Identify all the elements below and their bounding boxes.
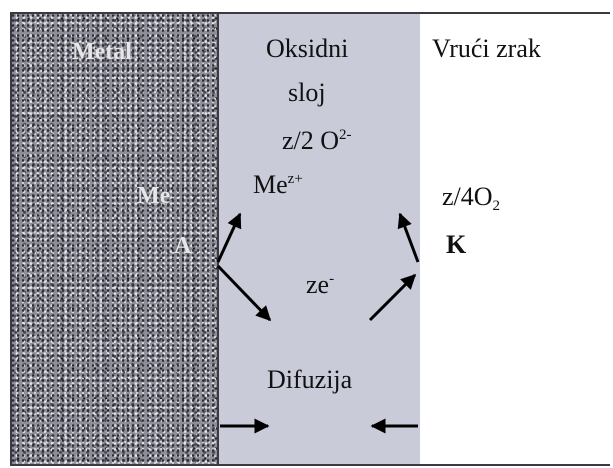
oxygen-molecule-label: z/4O2 bbox=[442, 182, 500, 214]
hot-air-zone bbox=[420, 14, 613, 464]
oxygen-ion-coef: z/2 O bbox=[282, 126, 340, 155]
oxide-title-line1: Oksidni bbox=[266, 34, 349, 63]
arrow-electron-to-cathode bbox=[368, 273, 417, 322]
oxygen-ion-charge: 2- bbox=[339, 127, 352, 143]
oxide-layer-zone bbox=[217, 14, 422, 464]
cathode-label: K bbox=[446, 230, 467, 259]
diffusion-label: Difuzija bbox=[267, 365, 353, 394]
oxygen-molecule-sub: 2 bbox=[492, 198, 501, 214]
metal-symbol: Me bbox=[137, 183, 171, 209]
metal-ion-charge: z+ bbox=[287, 171, 303, 187]
electron-symbol: ze bbox=[306, 270, 330, 299]
oxygen-molecule-coef: z/4O bbox=[442, 182, 493, 211]
air-title: Vrući zrak bbox=[432, 34, 541, 63]
metal-ion-symbol: Me bbox=[253, 170, 288, 199]
electron-charge: - bbox=[329, 271, 335, 287]
anode-label: A bbox=[174, 233, 192, 259]
oxide-title-line2: sloj bbox=[288, 78, 326, 107]
oxygen-ion-label: z/2 O2- bbox=[282, 128, 352, 154]
electron-label: ze- bbox=[306, 272, 334, 298]
arrow-anode-to-metal-ion bbox=[216, 212, 242, 263]
metal-ion-label: Mez+ bbox=[253, 172, 303, 198]
arrow-cathode-to-oxygen-ion bbox=[397, 212, 420, 263]
metal-zone bbox=[12, 14, 217, 464]
arrow-anode-to-electron bbox=[216, 264, 272, 322]
metal-title: Metal bbox=[72, 39, 132, 65]
